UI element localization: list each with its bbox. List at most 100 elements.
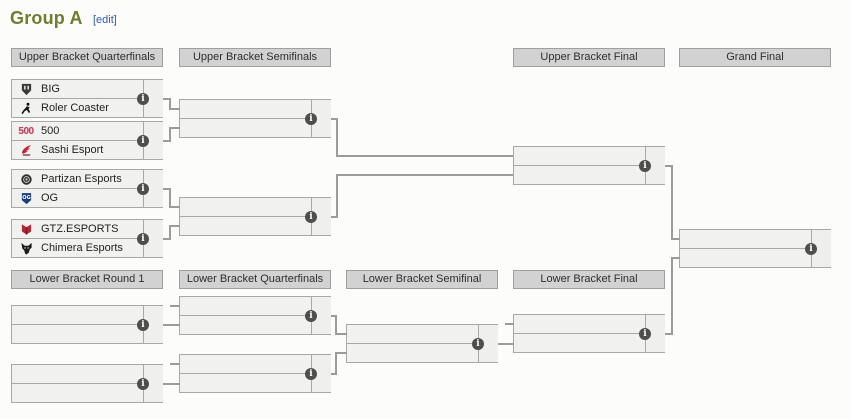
round-header-ub-quarterfinals: Upper Bracket Quarterfinals <box>11 48 163 67</box>
match-info-icon[interactable]: i <box>137 233 149 245</box>
match-ub-semifinal-2: i <box>179 197 331 236</box>
red-emblem-icon <box>15 223 37 236</box>
team-row-og[interactable]: OG OG <box>12 189 162 207</box>
match-info-icon[interactable]: i <box>305 310 317 322</box>
round-header-lb-final: Lower Bracket Final <box>513 270 665 289</box>
connector <box>169 127 180 129</box>
match-info-icon[interactable]: i <box>137 319 149 331</box>
team-name: GTZ.ESPORTS <box>41 223 119 235</box>
team-row-big[interactable]: BIG <box>12 80 162 99</box>
round-header-lb-quarterfinals: Lower Bracket Quarterfinals <box>179 270 331 289</box>
team-name: Chimera Esports <box>41 242 123 254</box>
team-row-sashi-esport[interactable]: Sashi Esport <box>12 141 162 159</box>
team-slot-empty <box>12 365 162 384</box>
connector <box>335 333 347 335</box>
team-slot-empty <box>514 315 664 334</box>
match-ub-quarterfinal-1: BIG Roler Coaster i <box>11 79 163 118</box>
match-ub-semifinal-1: i <box>179 99 331 138</box>
connector <box>169 206 180 208</box>
connector <box>663 332 673 335</box>
match-info-icon[interactable]: i <box>305 368 317 380</box>
svg-text:OG: OG <box>22 195 31 201</box>
team-slot-empty <box>347 325 497 344</box>
match-lb-semifinal: i <box>346 324 498 363</box>
team-name: Roler Coaster <box>41 102 109 114</box>
team-row-roler-coaster[interactable]: Roler Coaster <box>12 99 162 117</box>
connector <box>671 257 673 335</box>
team-slot-empty <box>12 306 162 325</box>
team-slot-empty <box>180 297 330 316</box>
connector <box>169 225 171 240</box>
round-header-lb-round1: Lower Bracket Round 1 <box>11 270 163 289</box>
connector <box>169 127 171 142</box>
match-lb-round1-2: i <box>11 364 163 403</box>
connector <box>335 352 337 375</box>
match-ub-quarterfinal-3: Partizan Esports OG OG i <box>11 169 163 208</box>
team-name: BIG <box>41 83 60 95</box>
team-name: 500 <box>41 125 60 137</box>
connector <box>163 323 180 326</box>
connector <box>170 305 180 307</box>
team-name: Partizan Esports <box>41 173 122 185</box>
skater-silhouette-icon <box>15 102 37 115</box>
match-info-icon[interactable]: i <box>305 113 317 125</box>
team-slot-empty <box>514 147 664 166</box>
500-numerals-icon: 500 <box>18 125 34 137</box>
red-bird-icon <box>15 144 37 157</box>
match-lb-quarterfinal-1: i <box>179 296 331 335</box>
match-lb-final: i <box>513 314 665 353</box>
big-crest-icon <box>15 83 37 96</box>
match-info-icon[interactable]: i <box>137 378 149 390</box>
match-ub-quarterfinal-2: 500 500 Sashi Esport i <box>11 121 163 160</box>
connector <box>169 108 180 110</box>
page-title: Group A <box>10 8 83 28</box>
dark-roundel-icon <box>15 173 37 186</box>
connector <box>163 139 171 142</box>
navy-shield-icon: OG <box>15 192 37 205</box>
connector <box>336 174 338 218</box>
connector <box>335 314 337 335</box>
match-info-icon[interactable]: i <box>137 135 149 147</box>
connector <box>330 372 337 375</box>
connector <box>163 97 171 100</box>
team-row-gtz-esports[interactable]: GTZ.ESPORTS <box>12 220 162 239</box>
connector <box>169 97 171 110</box>
connector <box>671 164 673 240</box>
connector <box>163 187 171 190</box>
team-slot-empty <box>180 198 330 217</box>
connector <box>497 342 514 345</box>
round-header-ub-final: Upper Bracket Final <box>513 48 665 67</box>
edit-link[interactable]: [edit] <box>93 14 117 26</box>
connector <box>330 215 338 218</box>
team-slot-empty <box>680 230 830 249</box>
match-info-icon[interactable]: i <box>639 160 651 172</box>
match-info-icon[interactable]: i <box>137 93 149 105</box>
match-ub-final: i <box>513 146 665 185</box>
connector <box>671 238 680 240</box>
team-row-500[interactable]: 500 500 <box>12 122 162 141</box>
connector <box>169 187 171 208</box>
connector <box>505 323 514 325</box>
team-name: OG <box>41 192 59 204</box>
team-row-chimera-esports[interactable]: Chimera Esports <box>12 239 162 257</box>
match-info-icon[interactable]: i <box>805 243 817 255</box>
round-header-grand-final: Grand Final <box>679 48 831 67</box>
connector <box>169 225 180 227</box>
match-lb-quarterfinal-2: i <box>179 354 331 393</box>
connector <box>163 382 180 385</box>
connector <box>336 117 338 157</box>
team-slot-empty <box>180 100 330 119</box>
team-row-partizan-esports[interactable]: Partizan Esports <box>12 170 162 189</box>
round-header-lb-semifinal: Lower Bracket Semifinal <box>346 270 498 289</box>
team-slot-empty <box>180 355 330 374</box>
connector <box>335 352 347 354</box>
round-header-ub-semifinals: Upper Bracket Semifinals <box>179 48 331 67</box>
connector <box>671 257 680 259</box>
connector <box>330 117 338 120</box>
match-info-icon[interactable]: i <box>472 338 484 350</box>
match-info-icon[interactable]: i <box>639 328 651 340</box>
connector <box>336 174 513 176</box>
match-info-icon[interactable]: i <box>305 211 317 223</box>
match-grand-final: i <box>679 229 831 268</box>
match-info-icon[interactable]: i <box>137 183 149 195</box>
